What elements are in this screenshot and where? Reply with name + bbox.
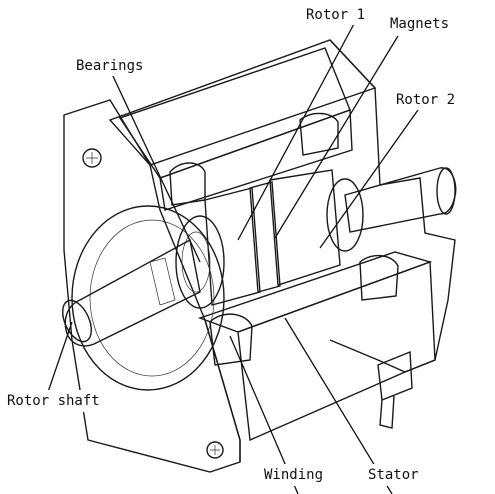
connector-tab: [377, 350, 413, 401]
mounting-screw-top: [82, 148, 102, 168]
stator-top-laminations: [118, 47, 353, 211]
leader-rotor-2: [319, 109, 419, 249]
leader-bearings: [111, 73, 201, 263]
front-recess-inner: [89, 219, 215, 377]
stator-laminations: [237, 261, 436, 442]
front-recess: [71, 205, 225, 391]
winding-coil: [209, 313, 253, 366]
stator-bottom: [197, 251, 436, 442]
front-bearing: [175, 215, 225, 309]
housing-front-depth: [204, 319, 241, 462]
leader-lines: [47, 21, 419, 494]
rotor-2-teeth: [269, 169, 341, 286]
leader-rotor-shaft: [47, 321, 73, 393]
mounting-screw-bottom: [206, 441, 224, 459]
label-stator: Stator: [368, 467, 419, 483]
rotor-assembly: [61, 167, 457, 347]
leader-rotor-1: [237, 21, 356, 241]
label-winding: Winding: [264, 467, 323, 483]
rear-bearing: [326, 178, 364, 252]
label-rotor-2: Rotor 2: [396, 92, 455, 108]
leader-magnets: [274, 35, 399, 239]
magnet-disc: [249, 181, 281, 293]
label-bearings: Bearings: [76, 58, 143, 74]
labels: Rotor 1 Magnets Bearings Rotor 2 Rotor s…: [4, 3, 470, 486]
front-shaft: [64, 238, 201, 347]
label-rotor-1: Rotor 1: [306, 7, 365, 23]
label-rotor-shaft: Rotor shaft: [7, 393, 100, 409]
housing-right-side: [329, 39, 456, 373]
label-magnets: Magnets: [390, 16, 449, 32]
